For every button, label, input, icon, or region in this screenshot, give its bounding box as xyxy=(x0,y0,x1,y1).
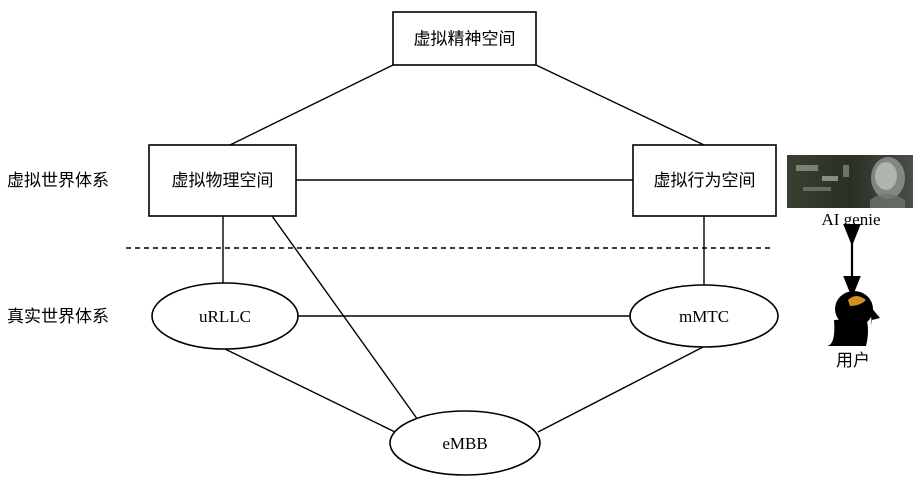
box-virtual-mental-space: 虚拟精神空间 xyxy=(392,11,537,66)
box-virtual-physical-space: 虚拟物理空间 xyxy=(148,144,297,217)
box-label: 虚拟行为空间 xyxy=(654,171,756,191)
line-urllc-embb xyxy=(224,348,396,433)
ai-genie-image xyxy=(787,155,913,208)
connector-lines xyxy=(222,64,706,433)
user-icon xyxy=(826,291,880,346)
node-urllc: uRLLC xyxy=(151,282,299,350)
line-mental-physical xyxy=(229,64,394,146)
box-virtual-behavior-space: 虚拟行为空间 xyxy=(632,144,777,217)
layer-label-virtual: 虚拟世界体系 xyxy=(7,171,109,191)
line-mental-behavior xyxy=(535,64,705,146)
ai-genie-label: AI genie xyxy=(821,210,880,229)
node-label: uRLLC xyxy=(199,307,251,326)
box-label: 虚拟物理空间 xyxy=(172,171,274,191)
node-mmtc: mMTC xyxy=(629,284,779,348)
box-label: 虚拟精神空间 xyxy=(414,30,516,50)
user-label: 用户 xyxy=(836,351,870,371)
layer-label-real: 真实世界体系 xyxy=(7,307,109,327)
line-mmtc-embb xyxy=(537,345,706,433)
node-label: mMTC xyxy=(679,307,729,326)
line-physical-embb xyxy=(271,215,419,421)
node-embb: eMBB xyxy=(389,410,541,476)
node-label: eMBB xyxy=(442,434,487,453)
